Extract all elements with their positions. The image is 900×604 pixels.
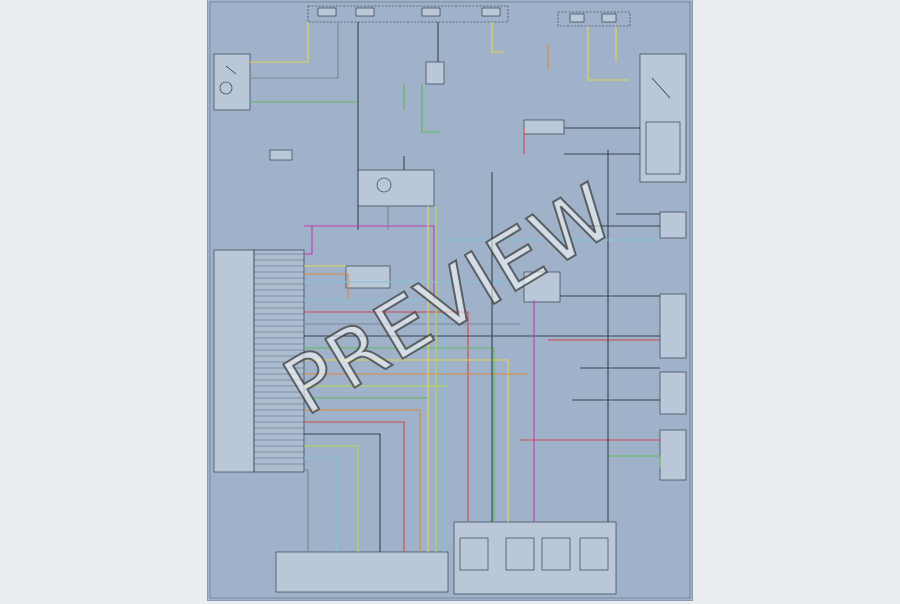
relay-upper-left — [269, 149, 293, 161]
mid-components — [345, 265, 561, 303]
wire-21 — [304, 311, 469, 522]
switch-housing — [213, 53, 251, 111]
switch-icon — [651, 77, 671, 99]
sensor-lower-right-2 — [659, 429, 687, 481]
relay-icon — [269, 149, 293, 161]
solenoid-icon — [459, 537, 489, 571]
sensor-lower-right-1 — [659, 371, 687, 415]
wire-harness — [250, 22, 661, 552]
wire-2 — [250, 22, 339, 79]
center-module-housing — [357, 169, 435, 207]
wire-25 — [304, 359, 509, 522]
wiring-diagram — [209, 1, 691, 599]
wire-7 — [421, 84, 440, 133]
right-side-sensors — [659, 211, 687, 481]
module-right-upper — [523, 53, 687, 183]
module-center-upper — [357, 61, 445, 207]
wire-20 — [304, 299, 445, 552]
ground-icon — [219, 81, 233, 95]
pcm-pin-rows — [254, 253, 304, 465]
power-distribution-box-top — [307, 5, 631, 27]
fuse-6 — [601, 13, 617, 23]
fuse-5 — [569, 13, 585, 23]
relay-right-upper — [523, 119, 565, 135]
pcm-housing — [213, 249, 255, 473]
fuse-2 — [355, 7, 375, 17]
bottom-connectors — [275, 521, 617, 595]
solenoid-icon — [505, 537, 535, 571]
wire-32 — [304, 445, 359, 552]
pcm-pin-column — [253, 249, 305, 473]
wire-24 — [304, 347, 495, 522]
fuse-3 — [421, 7, 441, 17]
wire-18 — [304, 273, 349, 300]
wire-42 — [608, 455, 661, 468]
motor-icon — [376, 177, 392, 193]
fuse-1 — [317, 7, 337, 17]
wire-30 — [304, 421, 405, 552]
wire-29 — [304, 409, 421, 552]
range-switch-connector — [275, 551, 449, 593]
wiring-diagram-sheet — [208, 0, 692, 600]
fuse-block-left — [307, 5, 509, 23]
switch-component-left — [213, 53, 251, 111]
wire-8 — [491, 22, 504, 53]
wire-15 — [304, 225, 435, 300]
wire-1 — [250, 22, 309, 63]
solenoid-icon — [541, 537, 571, 571]
wire-10 — [587, 26, 628, 81]
sensor-middle-right — [659, 293, 687, 359]
wire-31 — [304, 433, 381, 552]
inline-module-right — [523, 271, 561, 303]
right-module-core — [645, 121, 681, 175]
sensor-upper-right — [659, 211, 687, 239]
wire-34 — [304, 469, 309, 552]
sheet-border — [209, 1, 691, 599]
inline-module-left — [345, 265, 391, 289]
switch-box-center — [425, 61, 445, 85]
wire-16 — [304, 226, 313, 255]
pcm-connector — [213, 249, 305, 473]
solenoid-icon — [579, 537, 609, 571]
switch-icon — [225, 65, 237, 75]
fuse-block-right — [557, 11, 631, 27]
fuse-4 — [481, 7, 501, 17]
wire-33 — [304, 457, 337, 552]
